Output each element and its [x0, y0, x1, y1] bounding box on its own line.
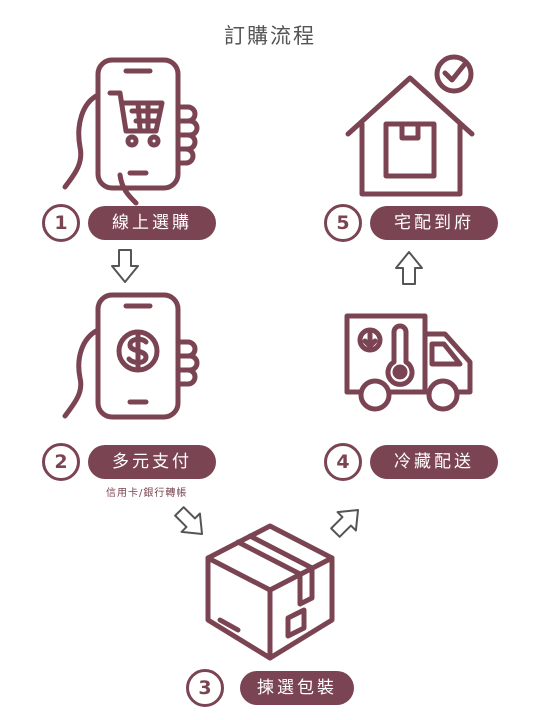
- package-box-icon: [205, 523, 335, 661]
- step-1-number: 1: [42, 204, 80, 242]
- step-1-label: 線上選購: [88, 206, 216, 240]
- refrigerated-truck-icon: [344, 313, 473, 412]
- arrow-up-right-icon: [330, 508, 360, 538]
- arrow-down-right-icon: [174, 506, 204, 536]
- step-4-number: 4: [324, 443, 362, 481]
- house-check-icon: [345, 54, 475, 197]
- phone-cart-icon: [62, 57, 200, 206]
- step-5-label: 宅配到府: [370, 206, 498, 240]
- step-4-label: 冷藏配送: [370, 445, 498, 479]
- arrow-up-icon: [395, 251, 423, 285]
- step-2-label: 多元支付: [88, 445, 216, 479]
- arrow-down-icon: [111, 249, 139, 283]
- page-title: 訂購流程: [224, 24, 316, 48]
- step-3-number: 3: [186, 669, 224, 707]
- step-2-number: 2: [42, 443, 80, 481]
- step-5-number: 5: [324, 204, 362, 242]
- step-3-label: 揀選包裝: [240, 671, 354, 705]
- phone-dollar-icon: [62, 292, 200, 420]
- step-2-sublabel: 信用卡/銀行轉帳: [106, 488, 188, 499]
